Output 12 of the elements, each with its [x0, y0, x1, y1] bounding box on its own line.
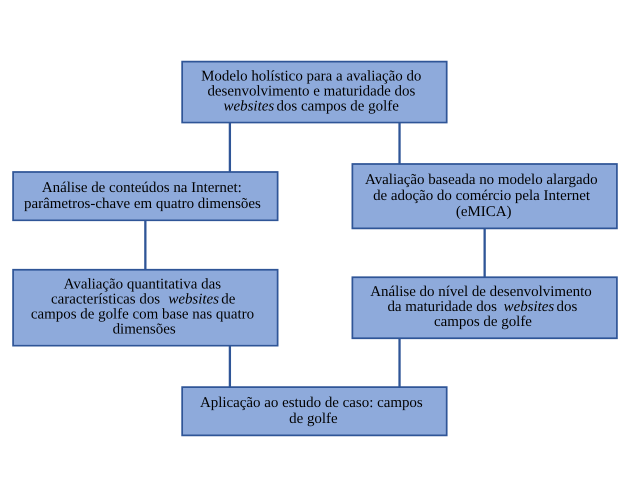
node-box: Análise do nível de desenvolvimento da maturidade dos websites dos campos de golfe [352, 276, 618, 340]
node-box: Avaliação quantitativa das características dos websites de campos de golfe com base nas quatro dimensões [12, 268, 278, 347]
node-box: Modelo holístico para a avaliação do desenvolvimento e maturidade dos websites dos campos de golfe [181, 60, 448, 124]
connector [144, 220, 146, 270]
connector [398, 338, 401, 387]
node-box: Análise de conteúdos na Internet: parâmetros-chave em quatro dimensões [12, 171, 278, 222]
node-box: Aplicação ao estudo de caso: campos de golfe [181, 386, 448, 436]
connector [484, 228, 486, 278]
connector [398, 122, 401, 164]
connector [228, 122, 232, 172]
connector [228, 346, 232, 387]
node-box: Avaliação baseada no modelo alargado de adoção do comércio pela Internet (eMICA) [352, 163, 618, 230]
